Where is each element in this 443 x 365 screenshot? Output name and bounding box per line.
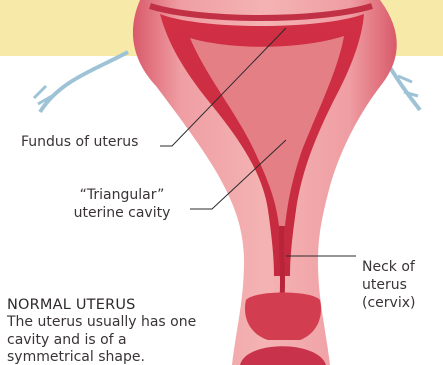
label-cavity-line-2: uterine cavity bbox=[62, 204, 182, 222]
cervical-canal bbox=[281, 226, 282, 298]
label-neck-line-1: Neck of bbox=[362, 258, 415, 276]
label-neck-line-2: uterus bbox=[362, 276, 415, 294]
label-cavity-line-1: “Triangular” bbox=[62, 186, 182, 204]
label-triangular-uterine-cavity: “Triangular” uterine cavity bbox=[62, 186, 182, 222]
label-neck-line-3: (cervix) bbox=[362, 294, 415, 312]
caption-body: The uterus usually has one cavity and is… bbox=[7, 314, 207, 365]
caption-title: NORMAL UTERUS bbox=[7, 296, 207, 314]
label-neck-of-uterus: Neck of uterus (cervix) bbox=[362, 258, 415, 312]
caption-block: NORMAL UTERUS The uterus usually has one… bbox=[7, 296, 207, 365]
left-fallopian-tube bbox=[40, 52, 128, 112]
label-fundus-of-uterus: Fundus of uterus bbox=[21, 133, 138, 151]
cervix bbox=[245, 293, 321, 341]
